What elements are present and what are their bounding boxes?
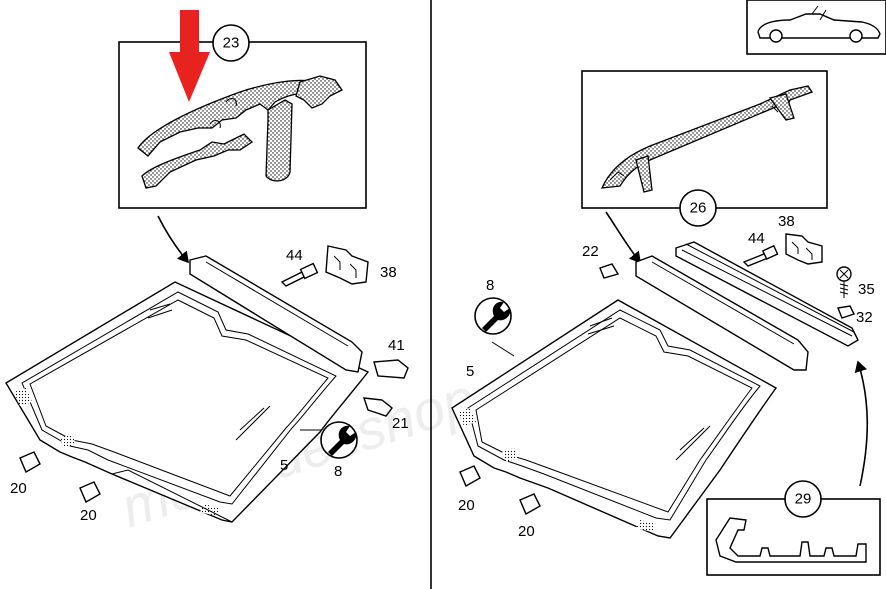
part-20-right-a: [459, 465, 481, 487]
windshield-right: [451, 299, 778, 539]
callout-23-circle: [212, 24, 250, 62]
part-44-rivet-right: [742, 244, 779, 267]
part-38-bracket-right: [785, 233, 823, 265]
callout-29-circle: [784, 480, 822, 518]
part-44-rivet: [280, 262, 319, 287]
header-rail: [675, 241, 859, 347]
right-panel: 26 22 44: [451, 0, 886, 576]
leader-5-right: [491, 341, 515, 357]
label-35: 35: [858, 281, 875, 298]
label-8-left: 8: [334, 463, 342, 480]
label-38-left: 38: [380, 264, 397, 281]
convertible-car-icon: [757, 5, 881, 43]
label-20-right-b: 20: [518, 523, 535, 540]
trim-strip-right: [635, 255, 809, 371]
left-panel: 23 44: [5, 10, 409, 524]
leader-23: [157, 215, 190, 264]
seal-profile-23: [137, 75, 343, 189]
label-38-right: 38: [778, 213, 795, 230]
callout-26-circle: [679, 189, 717, 227]
wrench-icon-right: [474, 297, 512, 335]
part-20-b: [79, 481, 101, 503]
label-32: 32: [856, 309, 873, 326]
label-8-right: 8: [486, 277, 494, 294]
leader-26: [605, 211, 642, 264]
part-32-nut: [837, 305, 855, 319]
part-41: [373, 359, 409, 379]
label-22: 22: [582, 243, 599, 260]
part-20-right-b: [519, 493, 541, 515]
label-44-right: 44: [748, 230, 765, 247]
windshield-left: [5, 281, 370, 523]
label-20-right-a: 20: [458, 497, 475, 514]
label-41: 41: [388, 337, 405, 354]
trim-strip-left: [189, 255, 363, 373]
part-21: [362, 397, 393, 417]
label-20-left-a: 20: [10, 480, 27, 497]
red-down-arrow-icon: [169, 10, 210, 102]
seal-profile-29: [715, 517, 867, 563]
label-44-left: 44: [286, 247, 303, 264]
label-20-left-b: 20: [80, 507, 97, 524]
part-20-a: [19, 451, 41, 473]
label-5-right: 5: [466, 363, 474, 380]
part-22: [599, 263, 620, 279]
part-38-bracket: [325, 245, 369, 285]
wrench-icon: [320, 421, 358, 459]
label-5-left: 5: [280, 457, 288, 474]
seal-profile-26: [600, 85, 813, 193]
label-21: 21: [392, 415, 409, 432]
part-35-screw: [836, 266, 852, 298]
callout-26: 26: [690, 200, 707, 217]
leader-29: [854, 360, 869, 487]
callout-23: 23: [223, 35, 240, 52]
callout-29: 29: [795, 491, 812, 508]
